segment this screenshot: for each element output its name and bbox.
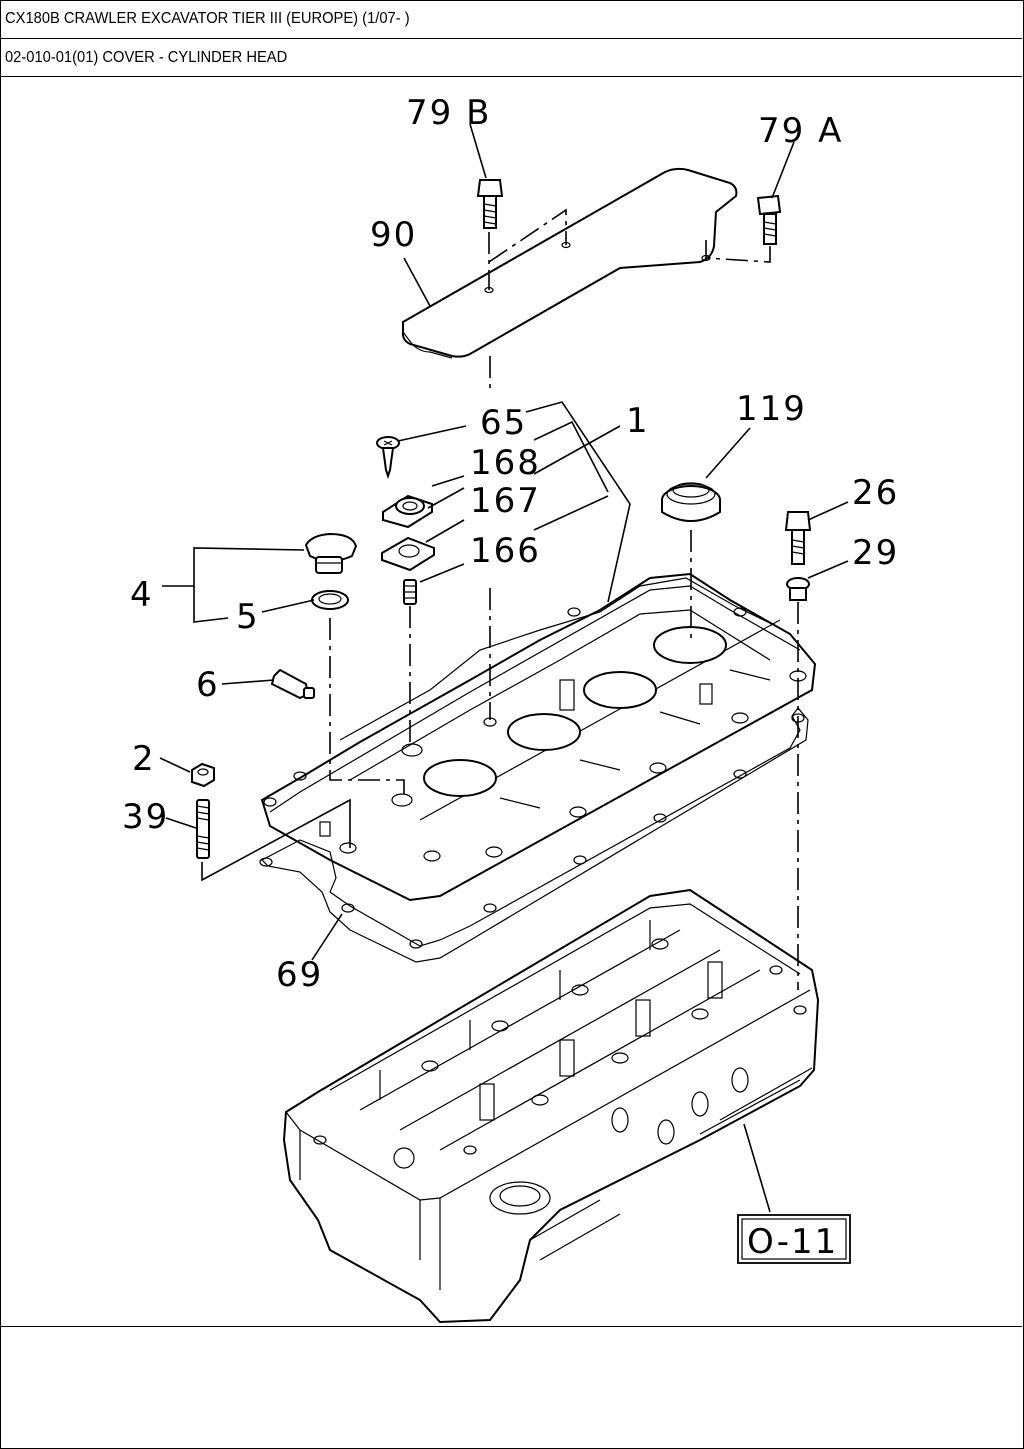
reference-box-label: O-11 xyxy=(747,1222,838,1262)
cap-168 xyxy=(382,494,433,529)
oring-5 xyxy=(311,590,349,610)
callout-5: 5 xyxy=(236,597,260,637)
exploded-parts-diagram: 79 B 79 A 90 65 1 119 168 167 166 26 29 … xyxy=(122,93,899,1324)
oil-filler-cap-4 xyxy=(304,532,358,574)
washer-29 xyxy=(786,577,810,601)
cover-plate-90 xyxy=(401,167,738,359)
bolt-26 xyxy=(784,511,812,565)
callout-79b: 79 B xyxy=(406,93,491,133)
section-title: 02-010-01(01) COVER - CYLINDER HEAD xyxy=(5,49,288,66)
callout-26: 26 xyxy=(852,473,899,513)
callout-119: 119 xyxy=(736,389,807,429)
bolt-79b xyxy=(476,179,504,229)
footer-divider xyxy=(0,1326,1022,1327)
callout-6: 6 xyxy=(196,665,220,705)
cylinder-head-assembly xyxy=(282,888,820,1324)
callout-69: 69 xyxy=(276,955,323,995)
plate-167 xyxy=(381,536,435,572)
spring-166 xyxy=(403,579,417,605)
gasket-69 xyxy=(259,707,809,963)
leader-lines xyxy=(159,123,849,1213)
callout-4: 4 xyxy=(130,575,154,615)
callout-79a: 79 A xyxy=(758,111,843,151)
sensor-6 xyxy=(270,668,315,700)
callout-90: 90 xyxy=(370,215,417,255)
bolt-79a xyxy=(756,194,782,245)
seal-119 xyxy=(661,482,721,522)
callout-39: 39 xyxy=(122,797,169,837)
callout-166: 166 xyxy=(470,531,541,571)
stud-39 xyxy=(196,799,210,859)
reference-box-o11[interactable]: O-11 xyxy=(737,1214,851,1264)
cylinder-head-cover-1 xyxy=(260,572,817,902)
callout-167: 167 xyxy=(470,481,541,521)
callout-2: 2 xyxy=(132,739,156,779)
model-title: CX180B CRAWLER EXCAVATOR TIER III (EUROP… xyxy=(5,10,410,27)
callout-168: 168 xyxy=(470,443,541,483)
screw-65 xyxy=(376,436,400,480)
callout-1: 1 xyxy=(626,401,650,441)
header-model-row: CX180B CRAWLER EXCAVATOR TIER III (EUROP… xyxy=(0,0,1022,39)
callout-29: 29 xyxy=(852,533,899,573)
header-section-row: 02-010-01(01) COVER - CYLINDER HEAD xyxy=(0,39,1022,77)
nut-2 xyxy=(191,762,215,788)
callout-65: 65 xyxy=(480,403,527,443)
